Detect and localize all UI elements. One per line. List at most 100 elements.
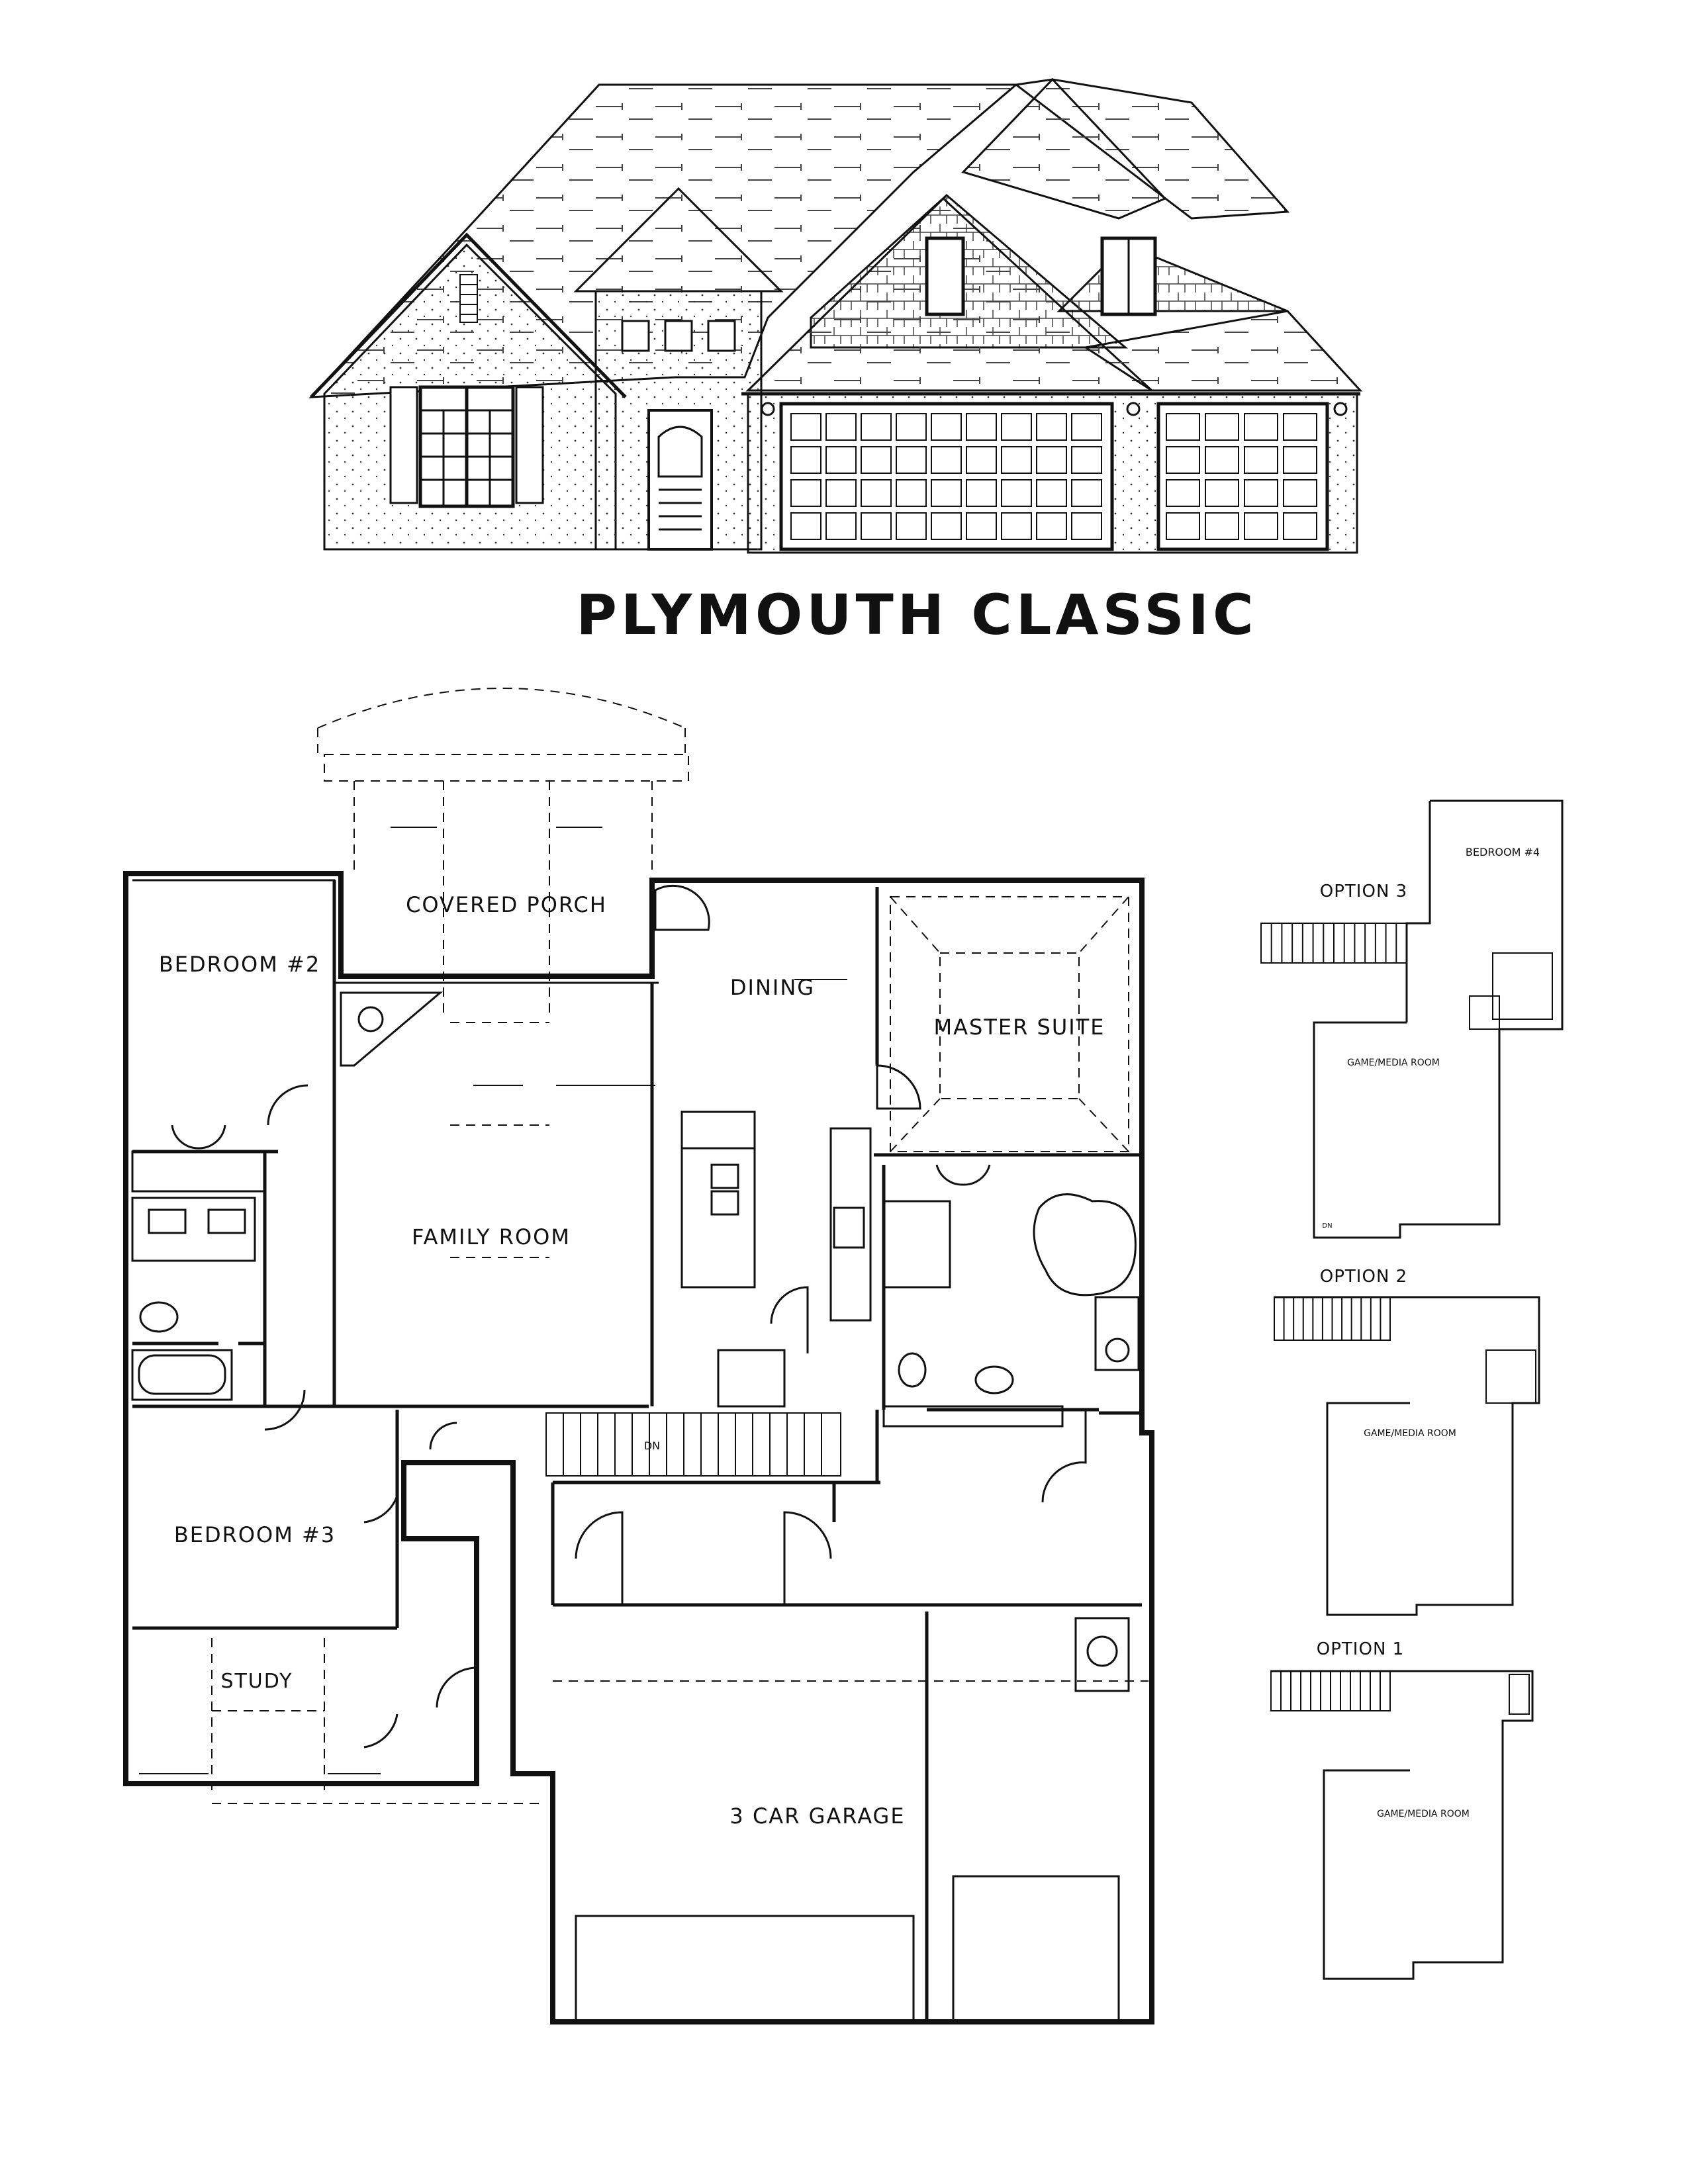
option-3-bedroom-label: BEDROOM #4	[1466, 846, 1540, 858]
garage-door-panel	[1001, 413, 1032, 441]
garage-door-panel	[931, 479, 962, 507]
label-stair: DN	[644, 1439, 660, 1452]
garage-door-panel	[790, 479, 821, 507]
garage-door-panel	[1283, 446, 1317, 474]
garage-door-panel	[1071, 512, 1102, 540]
option-3-plan: OPTION 3 BEDROOM #4 GAME/MEDIA ROOM DN	[1260, 799, 1564, 1239]
garage-door-panel	[896, 479, 927, 507]
label-family-room: FAMILY ROOM	[412, 1224, 571, 1250]
garage-door-panel	[1001, 479, 1032, 507]
wall-lamp	[1126, 402, 1141, 416]
garage-door-panel	[966, 413, 997, 441]
garage-door-panel	[825, 479, 857, 507]
garage-door-panel	[1244, 479, 1278, 507]
garage-door-panel	[1166, 479, 1200, 507]
front-elevation	[308, 77, 1363, 554]
label-covered-porch: COVERED PORCH	[406, 892, 607, 917]
label-dining: DINING	[730, 975, 815, 1000]
garage-door-panel	[825, 446, 857, 474]
kitchen-island	[680, 1111, 756, 1289]
dimension-arrows	[139, 827, 847, 1774]
label-study: STUDY	[220, 1670, 293, 1693]
kitchen-counters	[717, 1127, 872, 1408]
stairs	[545, 1412, 841, 1477]
door-swings	[171, 884, 1087, 1749]
garage-detail	[553, 1612, 1149, 1906]
garage-door-panel	[966, 446, 997, 474]
garage-door-panel	[1166, 512, 1200, 540]
garage-door-panel	[1205, 446, 1239, 474]
garage-door-panel	[1244, 413, 1278, 441]
option-1-room-label: GAME/MEDIA ROOM	[1377, 1809, 1470, 1819]
garage-door-panel	[861, 413, 892, 441]
garage-door-panel	[1036, 446, 1067, 474]
garage-door-panel	[1071, 479, 1102, 507]
garage-door-panel	[931, 446, 962, 474]
garage-door-panel	[1166, 413, 1200, 441]
option-3-note: DN	[1322, 1222, 1332, 1230]
garage-door-panel	[825, 512, 857, 540]
master-bath	[882, 1193, 1140, 1428]
garage-door-panel	[790, 446, 821, 474]
label-bedroom-2: BEDROOM #2	[159, 952, 320, 977]
garage-door-panel	[861, 446, 892, 474]
garage-door-panel	[896, 413, 927, 441]
wall-lamp	[1333, 402, 1348, 416]
garage-door-panel	[1071, 446, 1102, 474]
bath-2	[131, 1150, 266, 1401]
option-3-room-label: GAME/MEDIA ROOM	[1347, 1058, 1440, 1068]
garage-door-panel	[1205, 479, 1239, 507]
option-2-label: OPTION 2	[1320, 1267, 1407, 1287]
garage-door-panel	[1001, 446, 1032, 474]
fireplace	[340, 991, 444, 1067]
garage-door-panel	[825, 413, 857, 441]
garage-door-panel	[1205, 413, 1239, 441]
garage-door-panel	[1283, 413, 1317, 441]
garage-door-panel	[1166, 446, 1200, 474]
upper-gable	[961, 77, 1167, 220]
label-garage: 3 CAR GARAGE	[729, 1803, 905, 1829]
option-2-room-label: GAME/MEDIA ROOM	[1364, 1428, 1456, 1439]
tray-ceiling	[890, 896, 1129, 1152]
garage-door-panel	[861, 479, 892, 507]
garage-door-panel	[1036, 512, 1067, 540]
interior-walls	[132, 880, 1142, 2022]
floor-plan	[123, 688, 1154, 2025]
garage-door-panel	[1244, 446, 1278, 474]
option-1-plan: OPTION 1 GAME/MEDIA ROOM	[1270, 1639, 1534, 1980]
front-door	[647, 409, 713, 551]
garage-door-panel	[931, 413, 962, 441]
garage-door-panel	[1036, 413, 1067, 441]
garage-door-panel	[1001, 512, 1032, 540]
gable-vent	[459, 274, 478, 323]
transom-windows	[621, 320, 736, 352]
garage-door-panel	[1283, 479, 1317, 507]
garage-door-panel	[1071, 413, 1102, 441]
room-labels: COVERED PORCH BEDROOM #2 DINING MASTER S…	[159, 892, 1105, 1829]
plan-title: PLYMOUTH CLASSIC	[576, 582, 1257, 647]
option-3-label: OPTION 3	[1320, 882, 1407, 901]
label-bedroom-3: BEDROOM #3	[174, 1522, 336, 1547]
front-window	[389, 385, 544, 508]
garage-door-panel	[790, 512, 821, 540]
exterior-walls	[123, 871, 1154, 2025]
garage-door-panels	[790, 413, 1317, 540]
garage-door-panel	[790, 413, 821, 441]
garage-door-panel	[966, 479, 997, 507]
porch-outline	[317, 688, 689, 1258]
garage-door-panel	[1036, 479, 1067, 507]
study-detail	[211, 1638, 543, 1804]
garage-door-panel	[896, 512, 927, 540]
garage-door-panel	[1283, 512, 1317, 540]
garage-door-panel	[896, 446, 927, 474]
wall-lamp	[761, 402, 775, 416]
option-2-plan: OPTION 2 GAME/MEDIA ROOM	[1274, 1267, 1540, 1616]
garage-door-panel	[931, 512, 962, 540]
garage-door-panel	[1244, 512, 1278, 540]
dormer-windows	[925, 236, 1157, 316]
label-master-suite: MASTER SUITE	[934, 1015, 1105, 1040]
option-1-label: OPTION 1	[1317, 1639, 1404, 1659]
garage-door-panel	[966, 512, 997, 540]
garage-door-panel	[1205, 512, 1239, 540]
